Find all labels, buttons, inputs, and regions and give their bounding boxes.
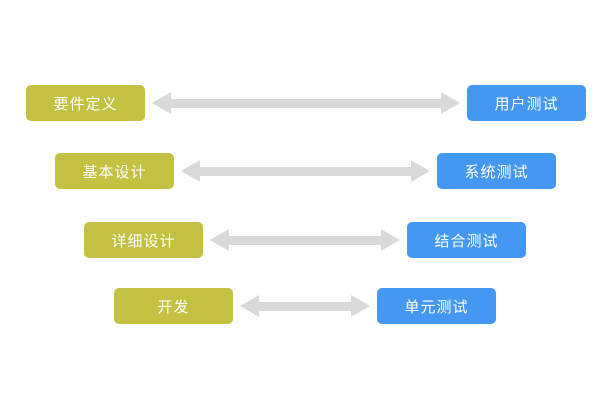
bidirectional-arrow: [152, 90, 460, 116]
phase-box-development: 开发: [114, 288, 233, 324]
test-box-integration-testing: 结合测试: [407, 222, 526, 258]
arrow-head-right-icon: [411, 160, 430, 182]
arrow-head-left-icon: [240, 295, 259, 317]
phase-box-detailed-design: 详细设计: [84, 222, 203, 258]
arrow-shaft: [259, 301, 351, 311]
arrow-head-left-icon: [152, 92, 171, 114]
arrow-shaft: [171, 98, 441, 108]
diagram-row-detailed-design: 详细设计 结合测试: [0, 222, 610, 258]
test-box-user-testing: 用户测试: [467, 85, 586, 121]
bidirectional-arrow: [240, 293, 370, 319]
arrow-head-right-icon: [351, 295, 370, 317]
bidirectional-arrow: [181, 158, 430, 184]
phase-box-basic-design: 基本设计: [55, 153, 174, 189]
diagram-row-requirements: 要件定义 用户测试: [0, 85, 610, 121]
arrow-head-right-icon: [381, 229, 400, 251]
test-box-unit-testing: 单元测试: [377, 288, 496, 324]
arrow-shaft: [229, 235, 381, 245]
test-box-system-testing: 系统测试: [437, 153, 556, 189]
phase-box-requirements-definition: 要件定义: [26, 85, 145, 121]
arrow-head-left-icon: [181, 160, 200, 182]
diagram-row-development: 开发 单元测试: [0, 288, 610, 324]
arrow-head-left-icon: [210, 229, 229, 251]
bidirectional-arrow: [210, 227, 400, 253]
arrow-shaft: [200, 166, 411, 176]
diagram-row-basic-design: 基本设计 系统测试: [0, 153, 610, 189]
arrow-head-right-icon: [441, 92, 460, 114]
